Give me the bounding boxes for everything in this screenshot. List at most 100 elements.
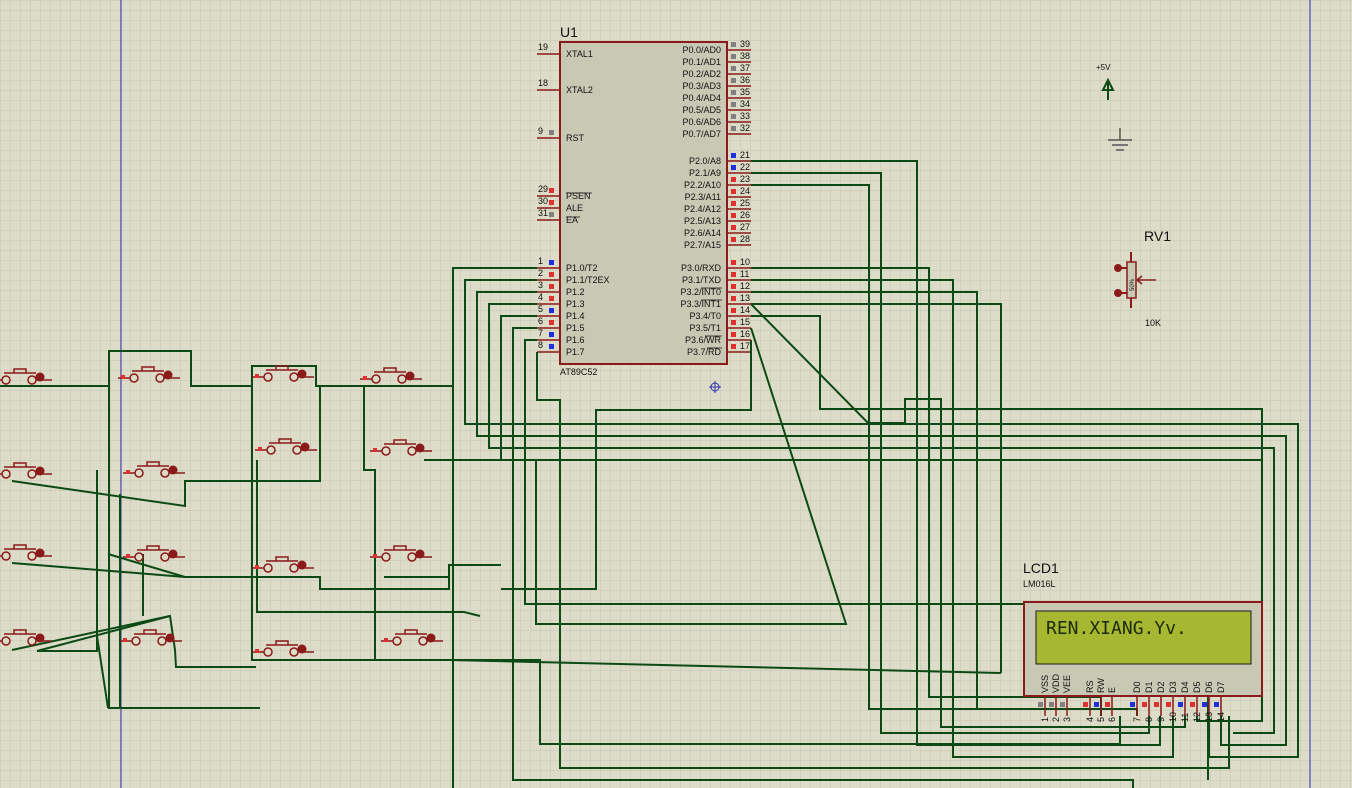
wire[interactable] (36, 615, 171, 652)
wire[interactable] (108, 386, 260, 709)
pushbutton[interactable] (252, 365, 314, 382)
wire[interactable] (751, 279, 1174, 758)
pushbutton[interactable] (255, 438, 317, 455)
lcd-pin[interactable]: RS4 (1083, 680, 1095, 722)
wire[interactable] (11, 614, 256, 668)
u1-chip[interactable]: U1 AT89C52 19XTAL118XTAL29RST29PSEN30ALE… (537, 24, 751, 377)
rv1-pin-2[interactable] (1114, 289, 1122, 297)
wire[interactable] (500, 315, 1262, 461)
lcd-module[interactable]: LCD1 LM016L REN.XIANG.Yv. VSS1VDD2VEE3RS… (1023, 560, 1263, 722)
u1-pin-left[interactable]: 8P1.7 (537, 340, 585, 357)
pushbutton[interactable] (118, 366, 180, 383)
wires[interactable] (0, 160, 1299, 788)
wire[interactable] (96, 635, 109, 709)
pushbutton[interactable] (0, 629, 52, 646)
wire[interactable] (751, 315, 1263, 722)
wire[interactable] (320, 659, 1121, 745)
pushbutton[interactable] (370, 545, 432, 562)
rv1-potentiometer[interactable]: RV1 50% 10K (1114, 228, 1171, 328)
lcd-pin[interactable]: E6 (1105, 687, 1117, 722)
wire[interactable] (476, 291, 1287, 746)
pushbutton[interactable] (123, 545, 185, 562)
u1-pin-left[interactable]: 6P1.5 (537, 316, 585, 333)
lcd-pin[interactable]: RW5 (1094, 678, 1106, 722)
lcd-pin[interactable]: D07 (1130, 681, 1142, 722)
wire[interactable] (488, 303, 1275, 734)
u1-pin-left[interactable]: 2P1.1/T2EX (537, 268, 610, 285)
pushbutton[interactable] (123, 461, 185, 478)
wire[interactable] (512, 327, 1134, 788)
u1-pin-left[interactable]: 4P1.3 (537, 292, 585, 309)
wire[interactable] (751, 303, 1002, 673)
u1-pin-left[interactable]: 5P1.4 (537, 304, 585, 321)
rv1-pin-1[interactable] (1114, 264, 1122, 272)
wire[interactable] (452, 267, 537, 788)
power-terminal[interactable]: +5V (1096, 63, 1115, 100)
wire[interactable] (37, 470, 98, 652)
wire[interactable] (107, 553, 186, 578)
keypad-buttons[interactable] (0, 365, 443, 657)
pushbutton[interactable] (252, 640, 314, 657)
pushbutton[interactable] (381, 629, 443, 646)
u1-pin-number: 16 (740, 329, 750, 339)
pushbutton[interactable] (360, 367, 422, 384)
u1-pin-name: P2.7/A15 (684, 240, 721, 250)
pushbutton[interactable] (0, 462, 52, 479)
pushbutton[interactable] (252, 556, 314, 573)
wire[interactable] (256, 460, 481, 617)
lcd-pin[interactable]: D29 (1154, 681, 1166, 722)
u1-pin-left[interactable]: 3P1.2 (537, 280, 585, 297)
pushbutton[interactable] (0, 368, 52, 385)
wire[interactable] (535, 327, 848, 625)
pushbutton[interactable] (370, 439, 432, 456)
u1-pin-left[interactable]: 7P1.6 (537, 328, 585, 345)
pushbutton[interactable] (0, 544, 52, 561)
lcd-pin[interactable]: D18 (1142, 681, 1154, 722)
wire[interactable] (363, 386, 376, 660)
pushbutton[interactable] (120, 629, 182, 646)
wire[interactable] (501, 340, 752, 590)
wire[interactable] (536, 352, 1230, 769)
ground-terminal[interactable] (1108, 128, 1132, 151)
u1-pin-left[interactable]: 1P1.0/T2 (537, 256, 598, 273)
